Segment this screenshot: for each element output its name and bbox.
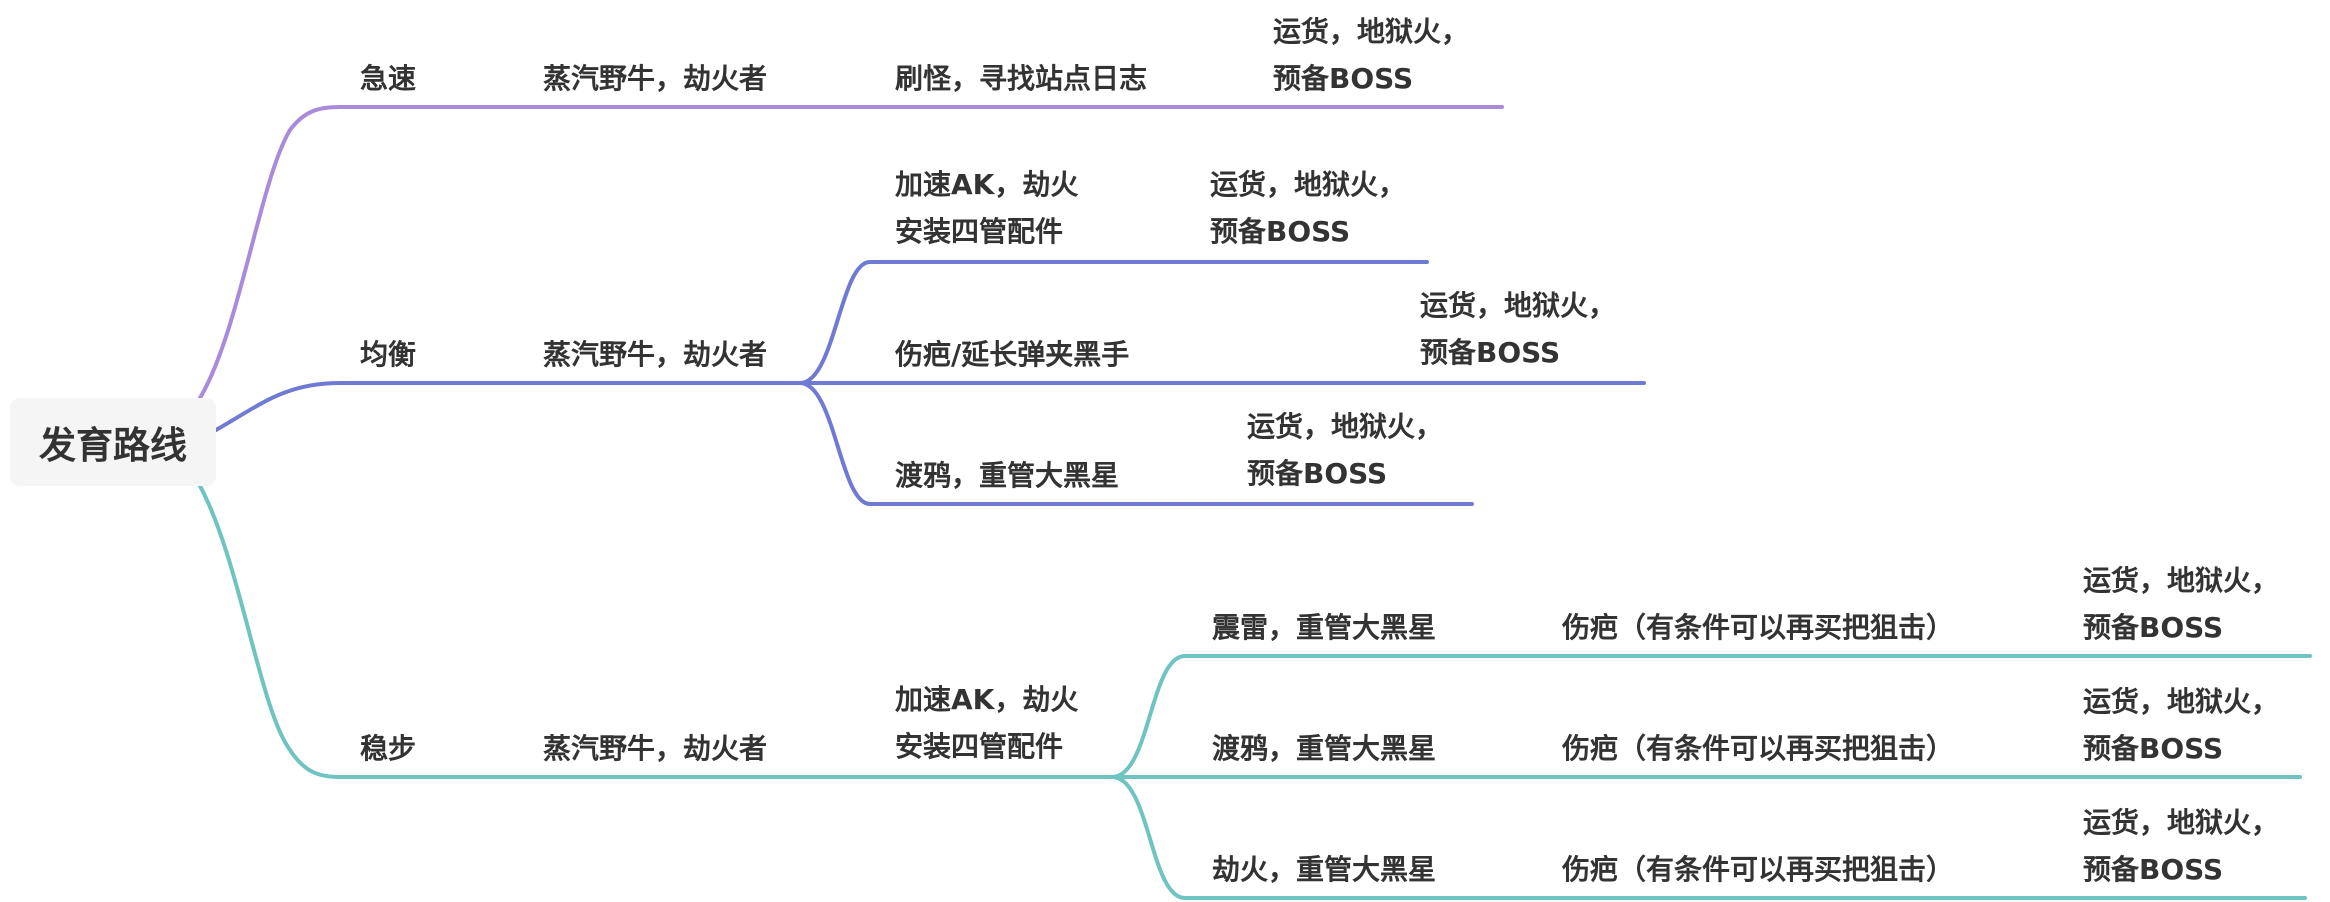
node-junheng-opt2-step3[interactable]: 运货，地狱火， 预备BOSS: [1420, 282, 1616, 376]
node-wenbu-opt2-step4[interactable]: 伤疤（有条件可以再买把狙击）: [1562, 732, 1955, 765]
node-wenbu-opt3-step4[interactable]: 伤疤（有条件可以再买把狙击）: [1562, 853, 1955, 886]
connector-junheng-opt1: [798, 260, 1429, 385]
node-wenbu-step2-line2: 安装四管配件: [895, 730, 1064, 763]
node-wenbu-opt2-step5[interactable]: 运货，地狱火， 预备BOSS: [2083, 678, 2279, 772]
node-wenbu-opt3-step3[interactable]: 劫火，重管大黑星: [1212, 853, 1437, 886]
connector-wenbu-opt1: [1110, 654, 2312, 779]
node-jisu-step3[interactable]: 运货，地狱火， 预备BOSS: [1273, 8, 1469, 102]
connector-wenbu-opt3: [1110, 775, 2307, 900]
node-junheng-opt2-step2[interactable]: 伤疤/延长弹夹黑手: [895, 338, 1130, 371]
node-junheng-opt3-step3[interactable]: 运货，地狱火， 预备BOSS: [1247, 403, 1443, 497]
branch-label-junheng[interactable]: 均衡: [360, 338, 417, 371]
node-wenbu-opt3-step5-line2: 预备BOSS: [2083, 853, 2224, 886]
node-wenbu-opt3-step5[interactable]: 运货，地狱火， 预备BOSS: [2083, 799, 2279, 893]
node-jisu-step3-line1: 运货，地狱火，: [1273, 15, 1470, 48]
node-wenbu-opt1-step5-line1: 运货，地狱火，: [2083, 564, 2280, 597]
node-junheng-step1[interactable]: 蒸汽野牛，劫火者: [543, 338, 768, 371]
branch-label-wenbu[interactable]: 稳步: [360, 732, 417, 765]
node-junheng-opt1-step3-line2: 预备BOSS: [1210, 215, 1351, 248]
node-junheng-opt1-step2-line1: 加速AK，劫火: [895, 168, 1079, 201]
node-junheng-opt2-step3-line2: 预备BOSS: [1420, 336, 1561, 369]
connector-root-junheng: [214, 381, 342, 432]
node-wenbu-opt1-step3[interactable]: 震雷，重管大黑星: [1212, 611, 1437, 644]
node-wenbu-opt3-step5-line1: 运货，地狱火，: [2083, 806, 2280, 839]
node-junheng-opt3-step3-line2: 预备BOSS: [1247, 457, 1388, 490]
node-junheng-opt1-step3-line1: 运货，地狱火，: [1210, 168, 1407, 201]
node-junheng-opt3-step3-line1: 运货，地狱火，: [1247, 410, 1444, 443]
connector-junheng-opt3: [798, 381, 1474, 506]
node-wenbu-opt2-step3[interactable]: 渡鸦，重管大黑星: [1212, 732, 1437, 765]
node-junheng-opt3-step2[interactable]: 渡鸦，重管大黑星: [895, 459, 1120, 492]
connector-root-jisu: [198, 105, 342, 400]
node-wenbu-opt1-step5-line2: 预备BOSS: [2083, 611, 2224, 644]
node-wenbu-opt2-step5-line2: 预备BOSS: [2083, 732, 2224, 765]
connector-root-wenbu: [198, 484, 342, 779]
node-wenbu-step2[interactable]: 加速AK，劫火 安装四管配件: [895, 676, 1078, 770]
node-junheng-opt1-step2-line2: 安装四管配件: [895, 215, 1064, 248]
node-wenbu-opt1-step4[interactable]: 伤疤（有条件可以再买把狙击）: [1562, 611, 1955, 644]
node-wenbu-step1[interactable]: 蒸汽野牛，劫火者: [543, 732, 768, 765]
root-node[interactable]: 发育路线: [10, 398, 216, 486]
node-jisu-step2[interactable]: 刷怪，寻找站点日志: [895, 62, 1148, 95]
node-jisu-step1[interactable]: 蒸汽野牛，劫火者: [543, 62, 768, 95]
branch-label-jisu[interactable]: 急速: [360, 62, 417, 95]
node-junheng-opt1-step3[interactable]: 运货，地狱火， 预备BOSS: [1210, 161, 1406, 255]
node-junheng-opt2-step3-line1: 运货，地狱火，: [1420, 289, 1617, 322]
node-wenbu-opt2-step5-line1: 运货，地狱火，: [2083, 685, 2280, 718]
node-wenbu-opt1-step5[interactable]: 运货，地狱火， 预备BOSS: [2083, 557, 2279, 651]
node-junheng-opt1-step2[interactable]: 加速AK，劫火 安装四管配件: [895, 161, 1078, 255]
node-wenbu-step2-line1: 加速AK，劫火: [895, 683, 1079, 716]
node-jisu-step3-line2: 预备BOSS: [1273, 62, 1414, 95]
